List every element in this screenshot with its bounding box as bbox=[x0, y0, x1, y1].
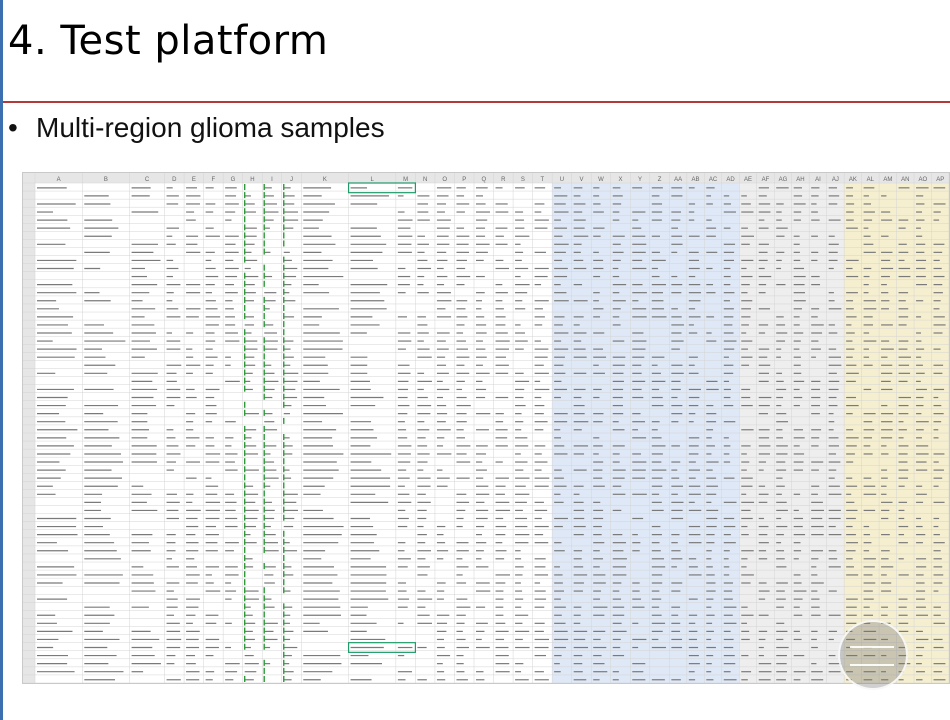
column-header-k: K bbox=[323, 177, 327, 183]
cell-selection bbox=[347, 182, 417, 194]
column-header-o: O bbox=[442, 177, 447, 183]
column-header-u: U bbox=[560, 177, 564, 183]
column-header-x: X bbox=[619, 177, 623, 183]
column-header-f: F bbox=[212, 177, 216, 183]
column-header-an: AN bbox=[901, 177, 909, 183]
title-divider bbox=[3, 101, 950, 103]
column-header-aa: AA bbox=[674, 177, 682, 183]
cell-selection bbox=[347, 642, 417, 653]
bullet-text: Multi-region glioma samples bbox=[36, 112, 385, 143]
watermark-logo-icon bbox=[838, 620, 908, 690]
bullet-dot-icon: • bbox=[8, 112, 18, 143]
column-header-ab: AB bbox=[692, 177, 700, 183]
column-header-i: I bbox=[271, 177, 273, 183]
column-header-ac: AC bbox=[709, 177, 718, 183]
column-header-z: Z bbox=[658, 177, 662, 183]
column-header-h: H bbox=[250, 177, 254, 183]
column-header-al: AL bbox=[867, 177, 875, 183]
column-header-ag: AG bbox=[779, 177, 788, 183]
column-header-m: M bbox=[403, 177, 408, 183]
column-header-p: P bbox=[462, 177, 466, 183]
column-header-ae: AE bbox=[744, 177, 752, 183]
left-accent-bar bbox=[0, 0, 3, 720]
column-header-ao: AO bbox=[918, 177, 927, 183]
column-header-af: AF bbox=[762, 177, 770, 183]
column-header-t: T bbox=[541, 177, 545, 183]
column-header-e: E bbox=[192, 177, 196, 183]
column-header-l: L bbox=[371, 177, 375, 183]
column-header-r: R bbox=[501, 177, 506, 183]
column-header-v: V bbox=[579, 177, 583, 183]
column-header-y: Y bbox=[638, 177, 642, 183]
column-header-c: C bbox=[145, 177, 150, 183]
column-header-n: N bbox=[423, 177, 427, 183]
column-header-am: AM bbox=[883, 177, 892, 183]
column-header-aj: AJ bbox=[832, 177, 839, 183]
column-header-s: S bbox=[521, 177, 525, 183]
bullet-item: • Multi-region glioma samples bbox=[8, 112, 385, 144]
column-header-g: G bbox=[231, 177, 236, 183]
column-header-q: Q bbox=[481, 177, 486, 183]
sheet-band bbox=[23, 173, 949, 183]
column-header-a: A bbox=[57, 177, 61, 183]
column-header-ak: AK bbox=[849, 177, 857, 183]
column-header-w: W bbox=[598, 177, 604, 183]
column-header-ad: AD bbox=[726, 177, 735, 183]
column-header-j: J bbox=[290, 177, 293, 183]
column-header-b: B bbox=[104, 177, 108, 183]
column-header-d: D bbox=[172, 177, 177, 183]
slide-title: 4. Test platform bbox=[8, 18, 329, 64]
column-header-ap: AP bbox=[936, 177, 944, 183]
column-header-ah: AH bbox=[796, 177, 804, 183]
column-header-ai: AI bbox=[815, 177, 821, 183]
